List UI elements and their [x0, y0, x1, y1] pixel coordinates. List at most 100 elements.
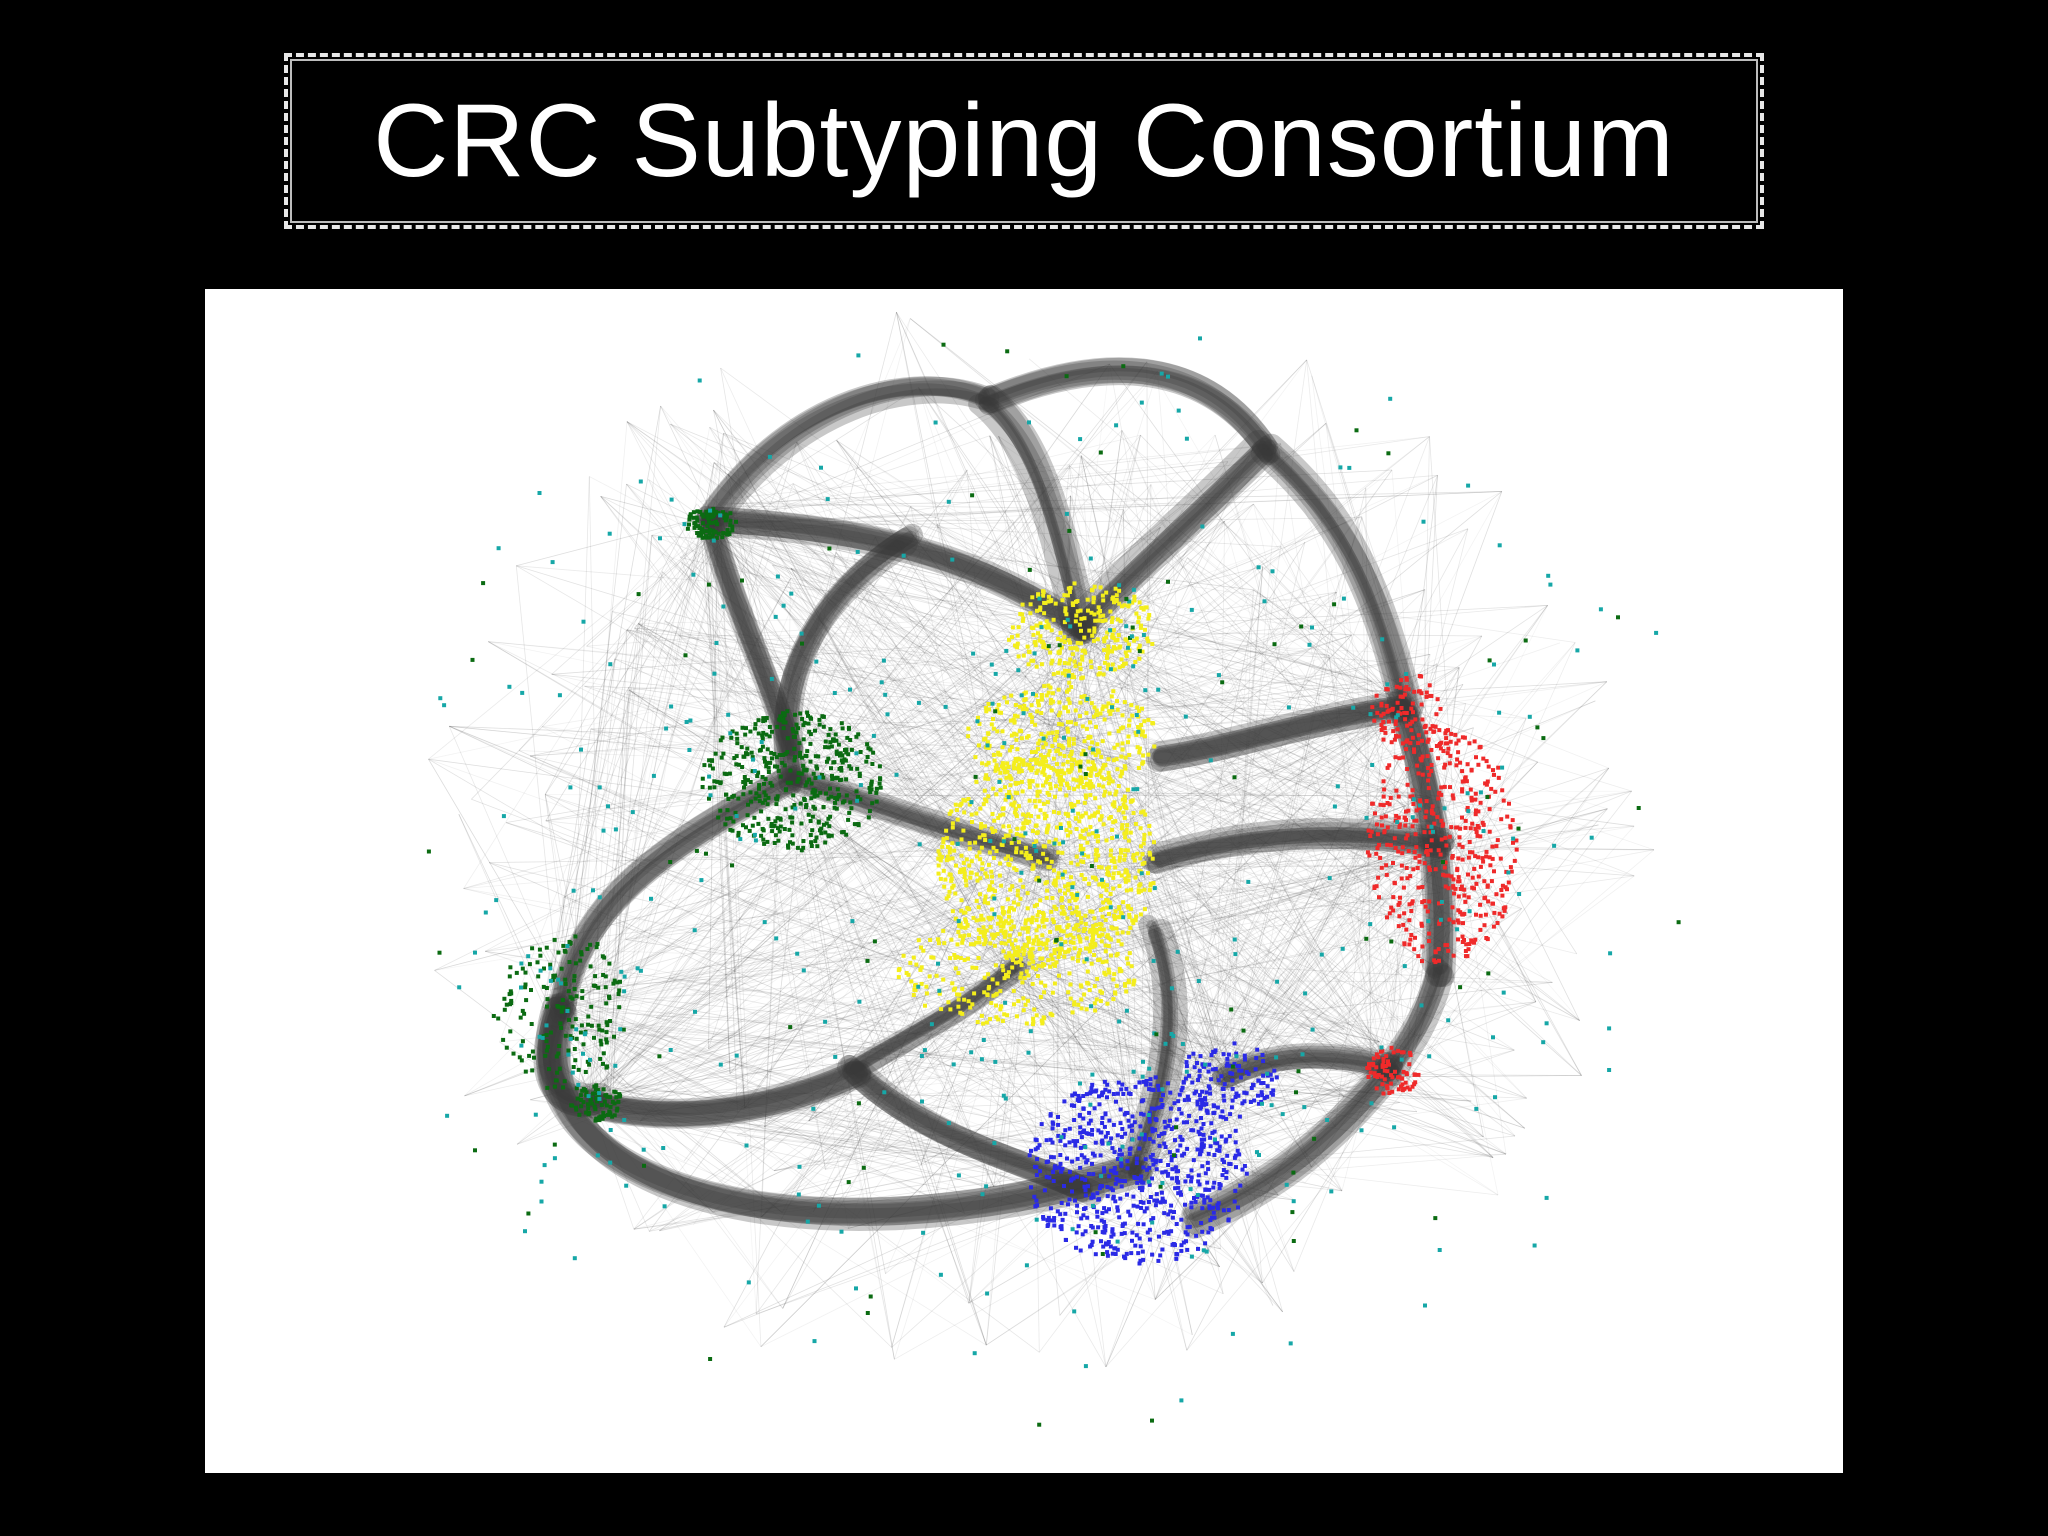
edge — [918, 387, 1426, 851]
yellow-node — [979, 1013, 984, 1018]
blue-node — [1052, 1218, 1056, 1223]
green-node — [778, 817, 783, 822]
yellow-node — [934, 973, 939, 978]
yellow-node — [1063, 939, 1068, 944]
yellow-node — [1050, 896, 1055, 900]
edge — [586, 533, 712, 647]
yellow-node — [1078, 948, 1083, 952]
edge — [1096, 626, 1224, 1294]
yellow-node — [1100, 766, 1105, 771]
green-node — [555, 1070, 560, 1075]
edge — [570, 1008, 885, 1151]
edge — [553, 502, 1180, 1005]
red-node — [1411, 802, 1416, 806]
yellow-node — [928, 938, 933, 942]
red-node — [1389, 1073, 1393, 1078]
green-node — [776, 768, 781, 773]
yellow-node — [1089, 665, 1094, 670]
edge — [649, 1083, 1400, 1232]
blue-node — [1207, 1187, 1212, 1192]
red-node — [1429, 694, 1434, 698]
edge — [566, 991, 1295, 1201]
edge — [1152, 886, 1493, 1186]
red-node — [1491, 924, 1496, 929]
green-node — [868, 788, 873, 792]
yellow-node — [1066, 768, 1071, 773]
green-node — [578, 958, 583, 963]
red-node — [1469, 938, 1474, 943]
blue-node — [1058, 1161, 1063, 1166]
edge — [723, 432, 1094, 648]
edge — [577, 421, 628, 997]
yellow-node — [993, 963, 998, 968]
yellow-node — [1119, 873, 1124, 878]
yellow-node — [1106, 644, 1111, 649]
yellow-node — [956, 971, 961, 975]
edge — [723, 432, 1409, 707]
edge — [993, 719, 1404, 1187]
edge — [1228, 635, 1483, 1099]
yellow-node — [1107, 791, 1112, 796]
yellow-node — [1003, 929, 1008, 934]
yellow-node — [1102, 660, 1107, 665]
edge — [659, 839, 1457, 1232]
edge — [896, 312, 1224, 1076]
yellow-node — [950, 821, 955, 826]
yellow-node — [1079, 1006, 1084, 1011]
green-node — [792, 746, 797, 751]
blue-node — [1146, 1200, 1151, 1204]
yellow-node — [1021, 653, 1026, 658]
edge — [720, 367, 1066, 621]
edge — [836, 440, 1217, 1072]
blue-node — [1109, 1136, 1114, 1141]
blue-node — [1062, 1184, 1066, 1188]
edge — [787, 578, 791, 765]
green-node — [601, 1110, 606, 1115]
red-node — [1426, 778, 1431, 783]
yellow-node — [966, 726, 971, 731]
blue-node — [1201, 1132, 1206, 1137]
yellow-node — [1083, 913, 1088, 918]
yellow-node — [1106, 770, 1111, 775]
yellow-node — [1034, 823, 1039, 828]
yellow-node — [970, 1002, 975, 1007]
green-node — [614, 1108, 619, 1113]
yellow-node — [1128, 830, 1133, 835]
yellow-node — [1124, 989, 1129, 994]
yellow-node — [966, 956, 970, 961]
edge — [790, 567, 1076, 748]
edge — [1152, 767, 1610, 1171]
edge — [789, 779, 1059, 1171]
edge — [1014, 956, 1380, 1043]
yellow-node — [1058, 787, 1062, 792]
green-node — [793, 712, 797, 717]
edge — [1070, 495, 1124, 1155]
edge — [1392, 721, 1396, 867]
blue-node — [1208, 1135, 1213, 1140]
edge — [1148, 605, 1548, 1180]
green-node — [536, 974, 541, 979]
green-node — [543, 1053, 548, 1058]
edge — [711, 435, 990, 532]
red-node — [1503, 905, 1508, 910]
edge — [1076, 708, 1406, 754]
edge — [638, 623, 1060, 864]
yellow-node — [1028, 611, 1033, 616]
edge — [1127, 761, 1538, 1177]
red-node — [1390, 706, 1395, 711]
yellow-node — [1047, 865, 1052, 870]
edge — [1073, 654, 1330, 745]
green-node — [713, 751, 718, 756]
edge — [1029, 955, 1345, 1098]
red-node — [1416, 771, 1421, 776]
edge — [583, 484, 1152, 1084]
red-node — [1463, 818, 1468, 823]
yellow-node — [1095, 773, 1099, 777]
yellow-node — [1100, 593, 1105, 598]
yellow-node — [986, 862, 991, 867]
red-node — [1425, 844, 1429, 848]
green-node — [567, 960, 572, 964]
yellow-node — [970, 965, 975, 970]
yellow-node — [1076, 811, 1081, 816]
green-node — [721, 751, 726, 756]
